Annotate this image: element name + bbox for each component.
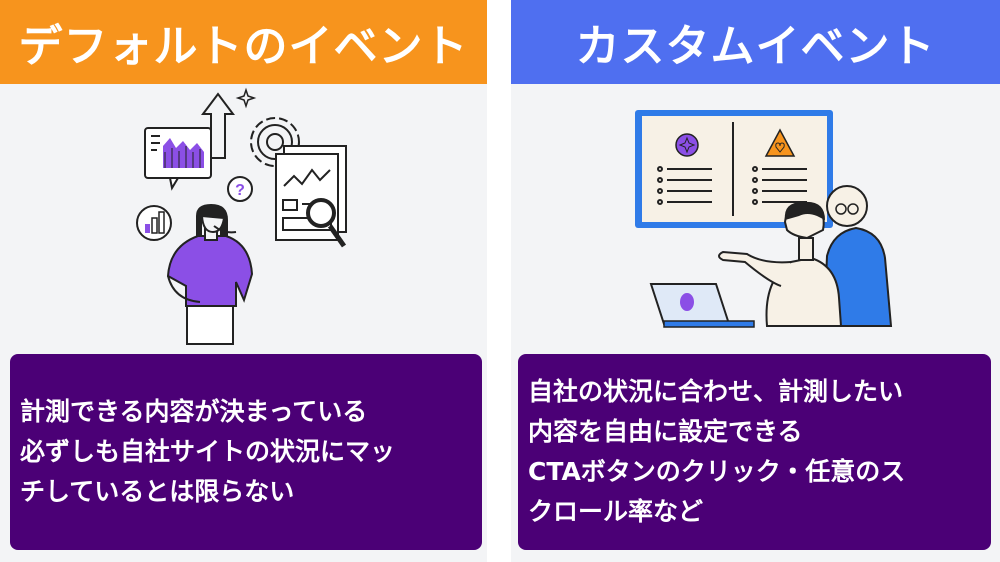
description-line: 内容を自由に設定できる xyxy=(528,417,803,446)
presenter-person-icon xyxy=(718,201,843,327)
thinking-person-icon xyxy=(166,204,254,345)
bar-chart-icon xyxy=(136,205,172,241)
description-line: 必ずしも自社サイトの状況にマッ xyxy=(20,437,396,466)
chart-board-icon xyxy=(144,127,212,191)
description-line: CTAボタンのクリック・任意のス xyxy=(528,457,906,486)
custom-events-description: 自社の状況に合わせ、計測したい 内容を自由に設定できる CTAボタンのクリック・… xyxy=(518,354,991,550)
question-mark-text: ? xyxy=(235,182,245,199)
custom-events-illustration xyxy=(635,110,893,328)
listener-person-icon xyxy=(822,185,893,327)
default-events-description: 計測できる内容が決まっている 必ずしも自社サイトの状況にマッ チしているとは限ら… xyxy=(10,354,482,550)
question-icon: ? xyxy=(227,176,253,202)
heart-triangle-icon xyxy=(764,128,796,157)
description-line: 計測できる内容が決まっている xyxy=(20,397,368,426)
description-line: クロール率など xyxy=(528,497,704,526)
description-line: 自社の状況に合わせ、計測したい xyxy=(528,377,904,406)
default-events-title: デフォルトのイベント xyxy=(0,0,487,84)
magnifier-icon xyxy=(306,198,347,248)
report-icon xyxy=(275,145,347,241)
up-arrow-icon xyxy=(201,92,235,159)
laptop-icon xyxy=(649,283,755,328)
description-line: チしているとは限らない xyxy=(20,477,295,506)
default-events-panel: デフォルトのイベント xyxy=(0,0,487,562)
sparkle-icon xyxy=(235,87,257,109)
custom-events-panel: カスタムイベント xyxy=(511,0,1000,562)
default-events-illustration: ? xyxy=(136,87,347,345)
sparkle-badge-icon xyxy=(675,133,699,157)
custom-events-title: カスタムイベント xyxy=(511,0,1000,84)
